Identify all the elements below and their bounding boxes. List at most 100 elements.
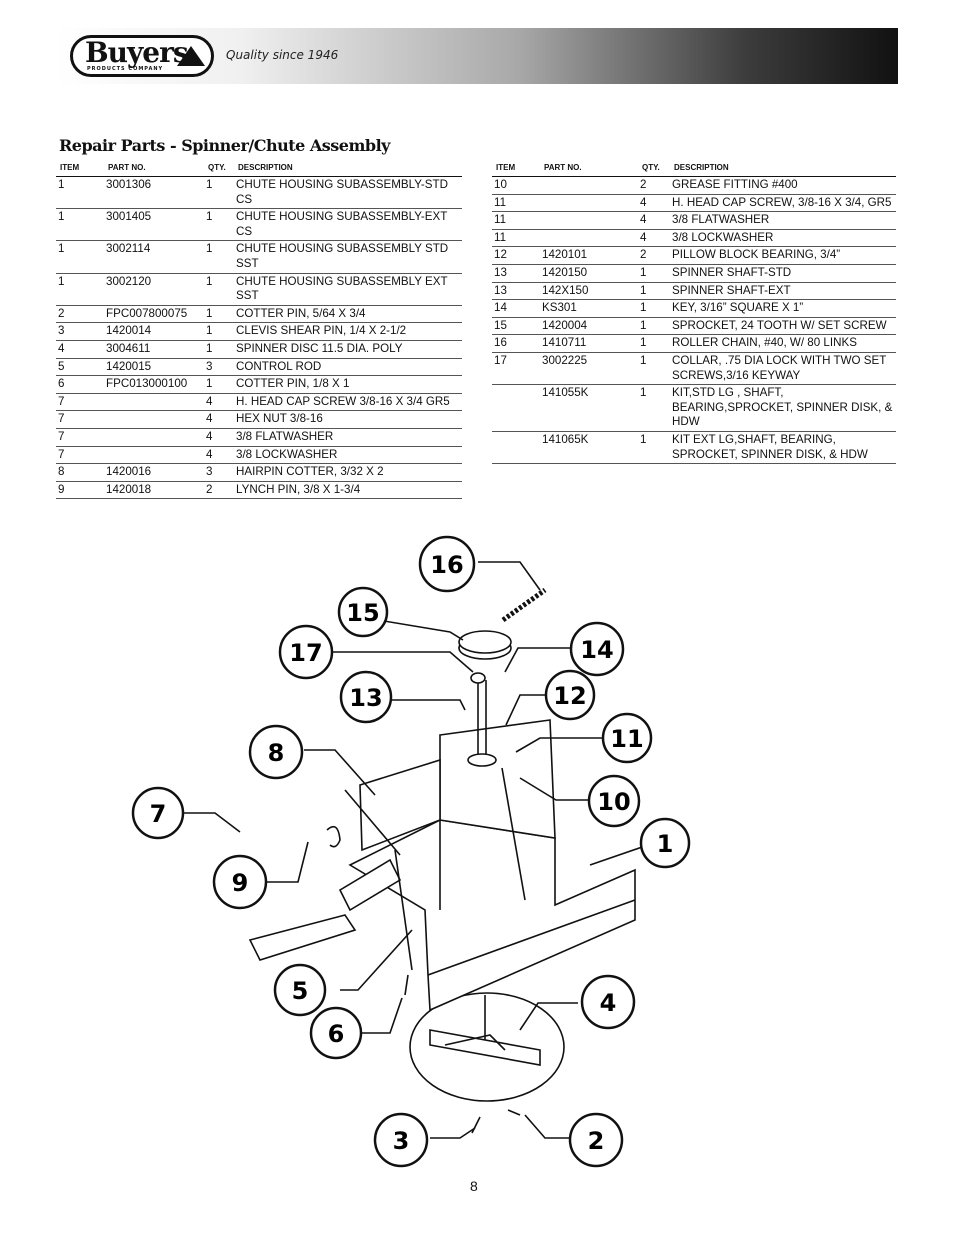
cell-qty: 1 <box>204 375 234 394</box>
cell-item: 6 <box>56 375 104 394</box>
cell-item: 11 <box>492 194 540 213</box>
cell-description: COTTER PIN, 5/64 X 3/4 <box>234 305 462 324</box>
cell-item: 15 <box>492 317 540 336</box>
cell-part-no: 3002120 <box>104 273 204 306</box>
svg-text:3: 3 <box>393 1127 410 1155</box>
cell-item: 7 <box>56 410 104 429</box>
cell-description: PILLOW BLOCK BEARING, 3/4” <box>670 246 896 265</box>
page-number: 8 <box>470 1178 478 1194</box>
cell-qty: 1 <box>638 352 670 386</box>
cell-part-no <box>104 410 204 429</box>
cell-item: 1 <box>56 208 104 242</box>
cell-item: 12 <box>492 246 540 265</box>
cell-part-no <box>540 194 638 213</box>
cell-item: 17 <box>492 352 540 386</box>
col-description: DESCRIPTION <box>234 160 462 177</box>
callout-3: 3 <box>373 1112 429 1168</box>
cell-description: SPINNER DISC 11.5 DIA. POLY <box>234 340 462 359</box>
cell-item: 4 <box>56 340 104 359</box>
col-description: DESCRIPTION <box>670 160 896 177</box>
cell-item: 16 <box>492 334 540 353</box>
cell-part-no: 141065K <box>540 431 638 465</box>
svg-text:7: 7 <box>150 800 167 828</box>
cell-qty: 1 <box>204 340 234 359</box>
cell-qty: 1 <box>638 334 670 353</box>
cell-part-no: 1410711 <box>540 334 638 353</box>
svg-text:16: 16 <box>430 551 463 579</box>
cell-qty: 1 <box>638 282 670 301</box>
cell-description: H. HEAD CAP SCREW 3/8-16 X 3/4 GR5 <box>234 393 462 412</box>
cell-part-no: 1420004 <box>540 317 638 336</box>
svg-text:6: 6 <box>328 1020 345 1048</box>
cell-description: KIT,STD LG , SHAFT, BEARING,SPROCKET, SP… <box>670 384 896 432</box>
cell-qty: 1 <box>204 322 234 341</box>
cell-description: SPROCKET, 24 TOOTH W/ SET SCREW <box>670 317 896 336</box>
cell-item: 13 <box>492 264 540 283</box>
callout-9: 9 <box>212 854 268 910</box>
cell-qty: 1 <box>638 264 670 283</box>
cell-item <box>492 431 540 465</box>
cell-description: CHUTE HOUSING SUBASSEMBLY-EXT CS <box>234 208 462 242</box>
svg-text:1: 1 <box>657 830 674 858</box>
exploded-assembly-diagram: 16 15 17 13 14 12 11 8 10 7 1 9 5 4 6 3 … <box>131 535 691 1168</box>
cell-part-no: 3002225 <box>540 352 638 386</box>
cell-part-no <box>540 176 638 195</box>
cell-description: KEY, 3/16” SQUARE X 1” <box>670 299 896 318</box>
cell-qty: 4 <box>638 211 670 230</box>
svg-text:9: 9 <box>232 869 249 897</box>
cell-qty: 1 <box>204 273 234 306</box>
cell-qty: 2 <box>204 481 234 500</box>
cell-qty: 4 <box>638 229 670 248</box>
svg-text:10: 10 <box>597 788 630 816</box>
page-title: Repair Parts - Spinner/Chute Assembly <box>59 136 390 155</box>
callout-14: 14 <box>569 621 625 677</box>
cell-description: SPINNER SHAFT-STD <box>670 264 896 283</box>
tagline: Quality since 1946 <box>226 48 339 62</box>
cell-part-no: 1420016 <box>104 463 204 482</box>
callout-2: 2 <box>568 1112 624 1168</box>
callout-17: 17 <box>278 624 334 680</box>
cell-description: CHUTE HOUSING SUBASSEMBLY-STD CS <box>234 176 462 210</box>
cell-part-no <box>540 211 638 230</box>
svg-text:8: 8 <box>268 739 285 767</box>
cell-qty: 4 <box>204 410 234 429</box>
cell-description: 3/8 FLATWASHER <box>234 428 462 447</box>
cell-part-no: 3002114 <box>104 240 204 274</box>
cell-item: 9 <box>56 481 104 500</box>
svg-text:4: 4 <box>600 989 617 1017</box>
cell-description: COLLAR, .75 DIA LOCK WITH TWO SET SCREWS… <box>670 352 896 386</box>
cell-description: SPINNER SHAFT-EXT <box>670 282 896 301</box>
cell-description: H. HEAD CAP SCREW, 3/8-16 X 3/4, GR5 <box>670 194 896 213</box>
cell-part-no: 142X150 <box>540 282 638 301</box>
cell-part-no: FPC007800075 <box>104 305 204 324</box>
callout-8: 8 <box>248 724 304 780</box>
svg-text:17: 17 <box>289 639 322 667</box>
col-part-no: PART NO. <box>540 160 638 177</box>
cell-part-no: 3004611 <box>104 340 204 359</box>
cell-qty: 3 <box>204 358 234 377</box>
cell-qty: 4 <box>204 393 234 412</box>
cell-qty: 2 <box>638 176 670 195</box>
cell-part-no: 1420101 <box>540 246 638 265</box>
cell-part-no: 1420150 <box>540 264 638 283</box>
cell-qty: 2 <box>638 246 670 265</box>
cell-part-no: 3001306 <box>104 176 204 210</box>
col-part-no: PART NO. <box>104 160 204 177</box>
cell-part-no: KS301 <box>540 299 638 318</box>
